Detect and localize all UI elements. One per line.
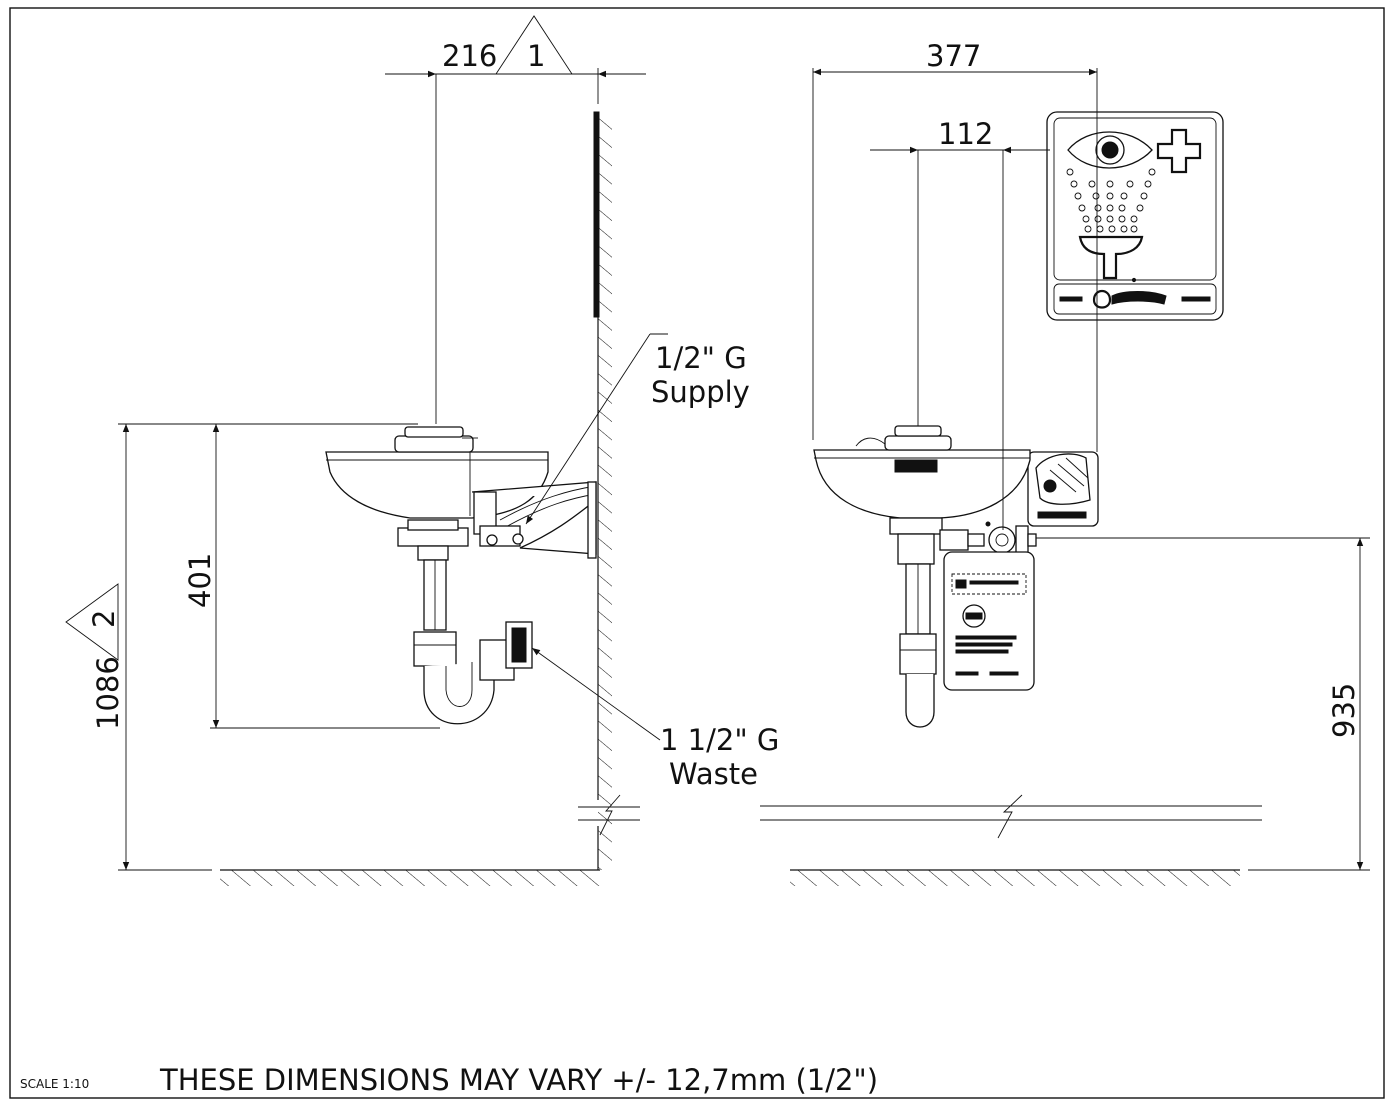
sheet-border — [9, 7, 1385, 1099]
eyewash-sign — [1046, 111, 1224, 321]
floor-break-symbol — [760, 794, 1262, 839]
wall-break-symbol — [578, 794, 640, 836]
control-valve — [939, 521, 1037, 561]
wall-bracket — [471, 481, 597, 559]
dim-216-label: 216 — [442, 39, 497, 73]
waste-callout: 1 1/2" G Waste — [531, 647, 779, 791]
dim-935-label: 935 — [1327, 683, 1361, 738]
floor-hatch-left — [220, 870, 600, 886]
floor-hatch-right — [790, 870, 1240, 886]
tolerance-note: THESE DIMENSIONS MAY VARY +/- 12,7mm (1/… — [159, 1063, 878, 1097]
supply-callout: 1/2" G Supply — [525, 333, 750, 525]
supply-valve — [397, 491, 524, 547]
spray-dots — [1066, 168, 1156, 233]
dim-112: 112 — [870, 117, 1050, 530]
supply-label: Supply — [651, 375, 750, 409]
waste-size-label: 1 1/2" G — [660, 723, 779, 757]
side-view — [220, 111, 640, 886]
front-view — [760, 111, 1262, 886]
bowl-front — [813, 425, 1031, 519]
dim-1086-label: 1086 — [91, 656, 125, 730]
dim-935: 935 — [1036, 537, 1370, 871]
instruction-box — [943, 551, 1035, 691]
revision-marker-2-label: 2 — [87, 610, 121, 628]
dim-1086: 1086 — [91, 424, 212, 871]
dim-401: 401 — [118, 423, 440, 729]
wall-plate — [593, 111, 600, 318]
dim-401-label: 401 — [183, 553, 217, 608]
revision-marker-1: 1 — [495, 15, 573, 75]
revision-marker-2: 2 — [65, 583, 121, 661]
dim-377: 377 — [812, 39, 1098, 452]
drain-trap — [413, 545, 533, 725]
waste-label: Waste — [669, 757, 758, 791]
first-aid-cross-icon — [1156, 128, 1202, 174]
drain-front — [889, 517, 943, 728]
nozzle-sign — [1027, 451, 1099, 527]
dim-112-label: 112 — [938, 117, 993, 151]
wall-hatch — [598, 112, 612, 870]
revision-marker-1-label: 1 — [527, 39, 545, 73]
bowl-side — [325, 426, 549, 519]
supply-size-label: 1/2" G — [655, 341, 747, 375]
scale-note: SCALE 1:10 — [20, 1077, 89, 1091]
fountain-icon — [1078, 235, 1144, 280]
dim-377-label: 377 — [926, 39, 981, 73]
